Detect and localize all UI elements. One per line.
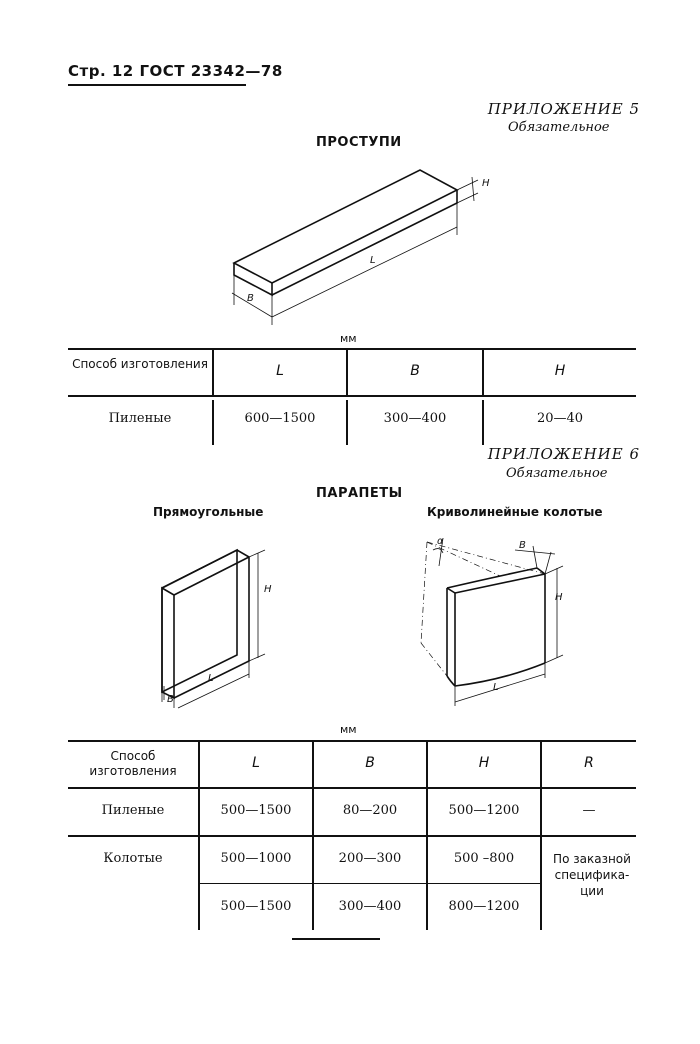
table2-row1-l: 500—1500 — [220, 803, 292, 818]
table2-header-h: H — [478, 755, 490, 771]
fig3-label-l: L — [493, 682, 499, 693]
section-title-parapety: ПАРАПЕТЫ — [316, 486, 403, 501]
table2-header-method: Способ изготовления — [89, 749, 177, 778]
caption-rectangular: Прямоугольные — [153, 505, 264, 519]
table2-header-r: R — [584, 755, 594, 771]
slab-outline — [232, 169, 459, 297]
caption-curved: Криволинейные колотые — [427, 505, 603, 519]
table2-row1-h: 500—1200 — [448, 803, 520, 818]
closing-rule — [292, 938, 380, 940]
appendix-5-title: ПРИЛОЖЕНИЕ 5 — [487, 100, 640, 118]
table1-header-method: Способ изготовления — [72, 357, 208, 371]
figure-rectangular-parapet: H L B — [161, 548, 272, 709]
table1-unit: мм — [340, 332, 357, 345]
fig1-label-b: B — [247, 293, 254, 304]
table1-row1-l: 600—1500 — [244, 411, 316, 426]
appendix-6-title: ПРИЛОЖЕНИЕ 6 — [487, 445, 640, 463]
fig1-label-h: H — [482, 178, 490, 189]
table2-row2-l: 500—1000 — [220, 851, 292, 866]
table2-row3-h: 800—1200 — [448, 899, 520, 914]
curved-parapet-outline — [446, 567, 546, 687]
fig2-label-b: B — [167, 694, 174, 705]
fig1-label-l: L — [370, 255, 376, 266]
table2-row3-l: 500—1500 — [220, 899, 292, 914]
fig2-label-l: L — [208, 673, 214, 684]
table1-row1-method: Пиленые — [108, 411, 172, 426]
appendix-6-subtitle: Обязательное — [506, 466, 608, 481]
fig3-label-h: H — [555, 592, 563, 603]
table1-row1-b: 300—400 — [383, 411, 447, 426]
table1-header-l: L — [276, 363, 284, 379]
table2-row2-b: 200—300 — [338, 851, 402, 866]
r-note-line-3: ции — [580, 884, 604, 898]
table2-row1-b: 80—200 — [342, 803, 398, 818]
figure-tread-slab: H L B — [231, 169, 490, 325]
table1-header-b: B — [410, 363, 420, 379]
table2-header-l: L — [252, 755, 260, 771]
curved-parapet-construction — [420, 541, 546, 677]
table1-header-h: H — [554, 363, 566, 379]
curved-parapet-dimensions — [432, 537, 564, 706]
table2-header-b: B — [365, 755, 375, 771]
r-note-line-1: По заказной — [553, 852, 631, 866]
table1-row1-h: 20—40 — [536, 411, 584, 426]
table2-row2-method: Колотые — [103, 851, 163, 866]
table2-row1-r: — — [582, 803, 596, 818]
section-title-prostupi: ПРОСТУПИ — [316, 135, 402, 150]
table2-row1-method: Пиленые — [101, 803, 165, 818]
slab-dimensions — [231, 176, 479, 325]
table2-row3-b: 300—400 — [338, 899, 402, 914]
r-note-line-2: специфика- — [554, 868, 630, 882]
table2-row2-r: По заказной специфика- ции — [542, 851, 642, 899]
rect-parapet-outline — [161, 548, 250, 700]
fig2-label-h: H — [264, 584, 272, 595]
appendix-5-subtitle: Обязательное — [508, 120, 610, 135]
figure-curved-parapet: α B H L — [420, 536, 564, 706]
table2-unit: мм — [340, 723, 357, 736]
header-rule — [68, 84, 246, 86]
rect-parapet-dimensions — [161, 549, 266, 709]
fig3-label-b: B — [519, 540, 526, 551]
fig3-label-alpha: α — [437, 536, 444, 547]
table2-row2-h: 500 –800 — [453, 851, 515, 866]
page-header: Стр. 12 ГОСТ 23342—78 — [68, 62, 283, 80]
